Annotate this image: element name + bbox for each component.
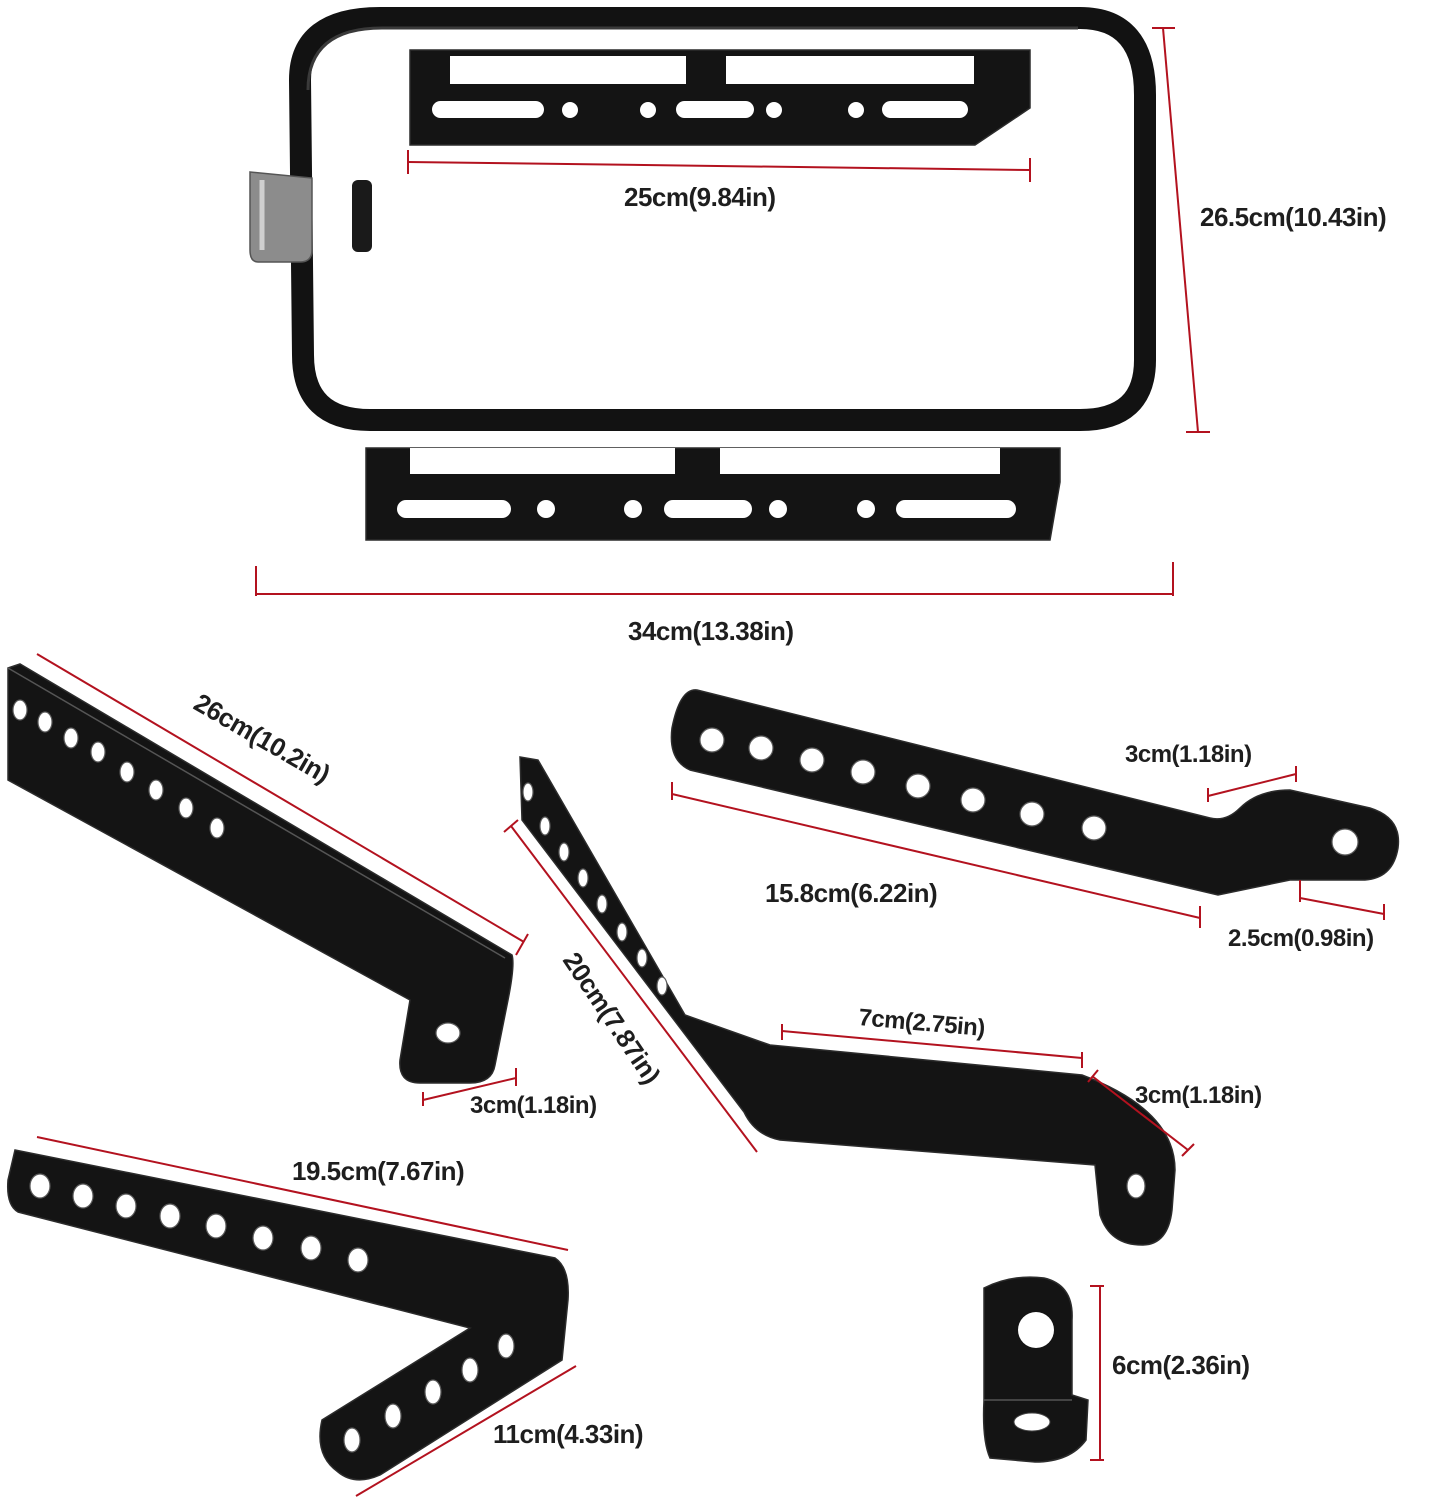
small-bracket-body [982,1276,1089,1463]
bar1-length-label: 26cm(10.2in) [189,687,335,789]
rack-lower-slot-2 [720,448,1000,474]
rack-lower-holes [397,500,1016,518]
small-bracket-line [1090,1285,1104,1461]
bar1-edge [7,667,506,959]
rack-height-label: 26.5cm(10.43in) [1200,202,1386,232]
rack-side-clip [249,171,313,263]
bracket-bar-4 [6,1149,569,1481]
bracket-bar-3 [670,689,1400,896]
bar2-mid-line [781,1024,1083,1068]
rack-tube-frame [289,7,1156,431]
rack-outer-width-line [255,562,1174,596]
bar2-body [519,756,1176,1246]
bar3-end-line [1299,880,1385,920]
rack-height-line [1152,27,1210,433]
bar3-offset-label: 3cm(1.18in) [1125,741,1252,768]
rack-tube-highlight [306,26,1078,91]
bar1-foot-label: 3cm(1.18in) [470,1092,597,1119]
bar4-foot-label: 11cm(4.33in) [493,1419,643,1449]
bracket-bar-2 [519,756,1176,1246]
bar4-foot-line [355,1365,577,1497]
bar1-foot-line [422,1068,517,1106]
bar2-foot-line [1087,1069,1195,1157]
bar3-length-line [671,782,1201,928]
bar3-body [670,689,1400,896]
rack-upper-slot-2 [726,56,974,84]
bar2-length-line [503,819,758,1153]
bar3-holes [699,727,1359,856]
bar3-end-label: 2.5cm(0.98in) [1228,925,1374,952]
bar2-holes [522,782,1146,1199]
rack-upper-holes [432,101,968,118]
rack-lower-slot-1 [410,448,675,474]
rack-inner-width-label: 25cm(9.84in) [624,182,776,212]
small-bracket [982,1276,1089,1463]
small-bracket-label: 6cm(2.36in) [1112,1350,1250,1380]
rack-frame [249,7,1156,541]
rack-outer-width-label: 34cm(13.38in) [628,616,793,646]
small-bracket-hole-top [1018,1312,1054,1348]
bar1-holes [12,699,461,1044]
bar2-foot-label: 3cm(1.18in) [1135,1082,1262,1109]
small-bracket-hole-bottom [1013,1412,1051,1432]
bar4-holes [29,1173,515,1453]
bar2-mid-label: 7cm(2.75in) [857,1004,985,1042]
bar3-length-label: 15.8cm(6.22in) [765,878,937,908]
bar4-length-label: 19.5cm(7.67in) [292,1156,464,1186]
rack-upper-slot-1 [450,56,686,84]
bracket-bar-1 [7,663,514,1084]
bar3-offset-line [1207,766,1297,802]
bar4-length-line [36,1136,569,1251]
rack-inner-width-line [407,150,1031,182]
rack-side-tab [352,180,372,252]
bar1-length-line [36,653,529,956]
